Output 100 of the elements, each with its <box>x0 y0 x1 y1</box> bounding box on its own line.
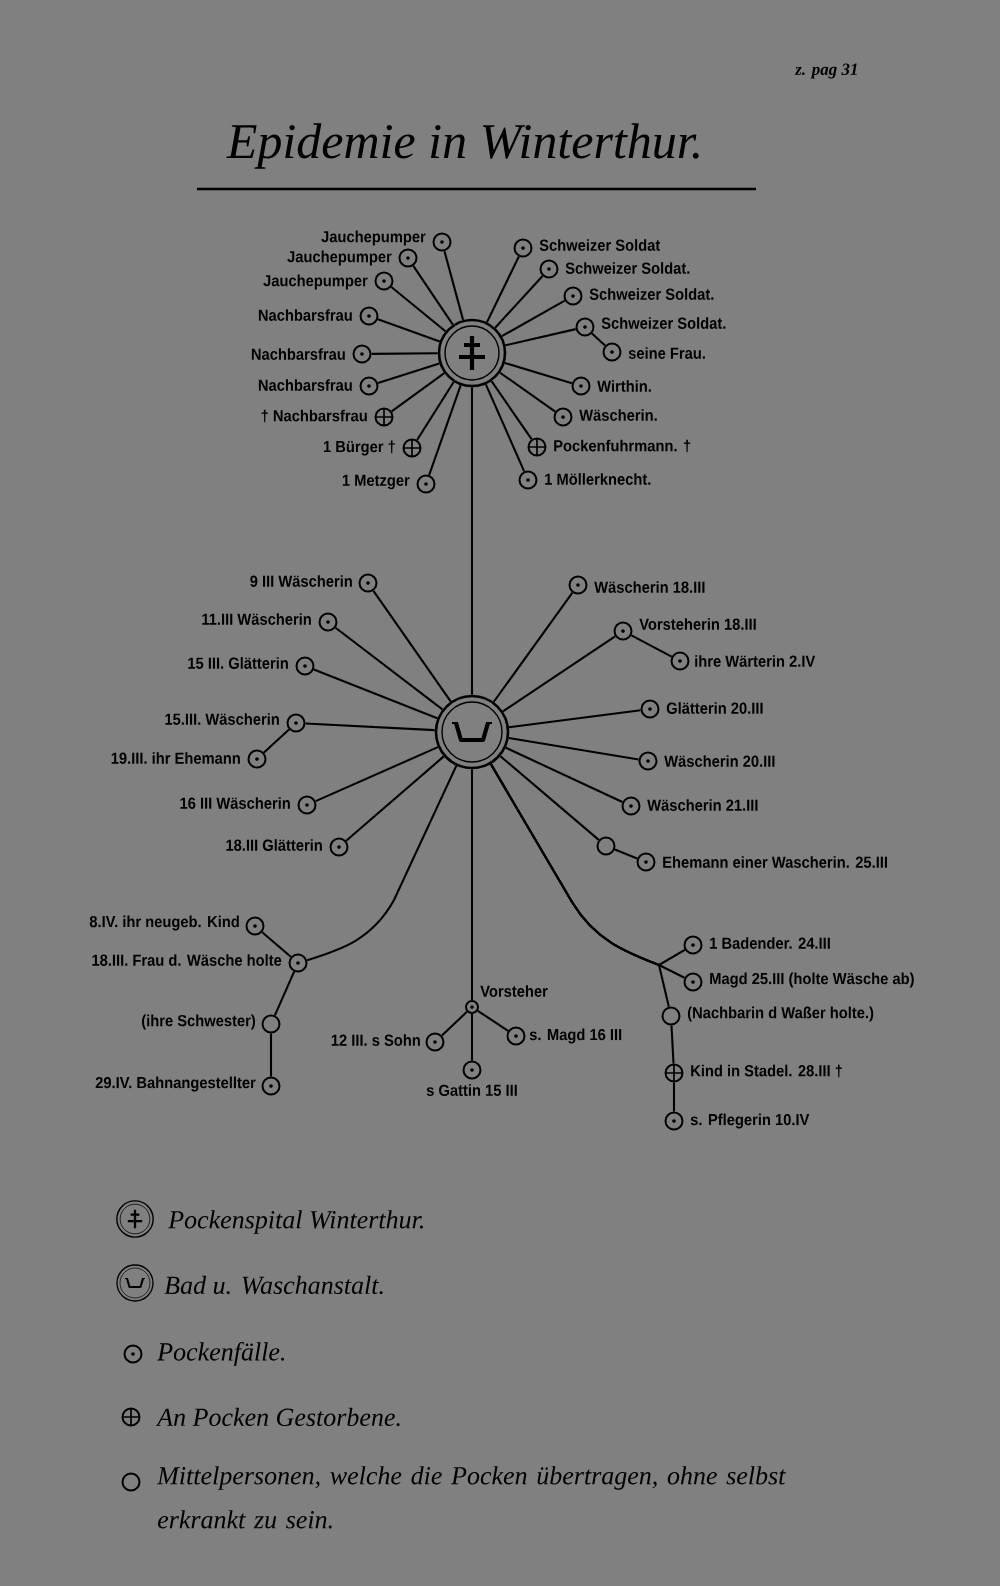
connector-line <box>377 318 441 343</box>
connector-line <box>501 299 566 338</box>
node-label: s. Magd 16 III <box>529 1028 622 1044</box>
node-label: ihre Wärterin 2.IV <box>695 655 816 667</box>
node-label: Jauchepumper <box>287 250 392 266</box>
connector-line <box>490 763 670 1007</box>
page-reference: z. pag 31 <box>794 63 857 79</box>
connector-line <box>630 634 673 658</box>
node-label: 18.III. Frau d. Wäsche holte <box>92 954 282 966</box>
connector-line <box>508 709 641 729</box>
node-label: s. Pflegerin 10.IV <box>690 1113 810 1129</box>
node-label: Wäscherin 18.III <box>594 581 705 593</box>
double-cross-symbol <box>437 318 507 388</box>
node-label: 18.III Glätterin <box>226 839 322 851</box>
node-label: Nachbarsfrau <box>258 309 352 321</box>
legend-text: An Pocken Gestorbene. <box>155 1407 400 1427</box>
node-label: Wäscherin 21.III <box>647 799 758 811</box>
node-label: Wäscherin. <box>579 409 657 421</box>
empty-circle <box>596 836 616 856</box>
connector-line <box>372 590 452 702</box>
connector-line <box>486 256 520 323</box>
node-label: 1 Möllerknecht. <box>545 473 651 485</box>
connector-line <box>345 755 445 842</box>
node-label: 19.III. ihr Ehemann <box>111 752 240 764</box>
node-label: † Nachbarsfrau <box>261 409 367 423</box>
node-label: 16 III Wäscherin <box>180 797 290 809</box>
node-label: Magd 25.III (holte Wäsche ab) <box>710 972 914 988</box>
legend-text: Mittelpersonen, welche die Pocken übertragen, ohne selbst erkrankt zu sein. <box>156 1466 786 1529</box>
connector-line <box>273 971 296 1016</box>
connector-line <box>492 592 574 703</box>
connector-line <box>508 737 639 761</box>
connector-line <box>470 769 474 1000</box>
node-label: Schweizer Soldat. <box>589 288 714 300</box>
connector-line <box>306 765 458 962</box>
connector-line <box>494 275 544 329</box>
node-label: 15 III. Glätterin <box>188 657 288 669</box>
node-label: 15.III. Wäscherin <box>165 713 279 725</box>
connector-line <box>470 1014 474 1061</box>
connector-line <box>470 387 474 695</box>
node-label: Vorsteher <box>480 985 548 997</box>
node-label: (ihre Schwester) <box>142 1014 256 1030</box>
node-label: Schweizer Soldat. <box>565 262 690 274</box>
connector-line <box>591 332 606 347</box>
connector-line <box>441 1011 468 1037</box>
node-label: Wäscherin 20.III <box>664 755 775 767</box>
tub-symbol <box>434 694 510 770</box>
node-label: s Gattin 15 III <box>426 1084 517 1096</box>
legend-text: Bad u. Waschanstalt. <box>164 1275 383 1295</box>
connector-line <box>484 383 526 472</box>
connector-line <box>305 722 435 732</box>
connector-line <box>428 385 462 476</box>
connector-line <box>490 380 533 440</box>
node-label: Wirthin. <box>597 380 651 392</box>
node-label: 1 Badender. 24.III <box>710 937 830 949</box>
legend-text: Pockenfälle. <box>157 1342 285 1366</box>
connector-line <box>412 265 454 326</box>
node-label: Vorsteherin 18.III <box>639 618 756 630</box>
node-label: seine Frau. <box>628 347 705 359</box>
node-label: Pockenfuhrmann. † <box>554 439 691 453</box>
node-label: Schweizer Soldat. <box>601 317 726 329</box>
connector-line <box>391 372 445 413</box>
node-label: 11.III Wäscherin <box>202 613 311 625</box>
connector-line <box>390 286 447 333</box>
node-label: 29.IV. Bahnangestellter <box>95 1076 256 1092</box>
connector-line <box>502 635 616 713</box>
connector-line <box>263 728 290 754</box>
connector-line <box>416 381 455 441</box>
node-label: 8.IV. ihr neugeb. Kind <box>89 915 239 931</box>
node-label: Glätterin 20.III <box>666 702 763 714</box>
connector-line <box>505 746 623 803</box>
node-label: Jauchepumper <box>263 274 368 290</box>
connector-line <box>614 848 638 860</box>
node-label: Jauchepumper <box>321 230 426 246</box>
node-label: 9 III Wäscherin <box>250 575 352 587</box>
connector-line <box>670 1025 675 1064</box>
title: Epidemie in Winterthur. <box>226 123 699 169</box>
legend-text: Pockenspital Winterthur. <box>168 1210 423 1234</box>
connector-line <box>672 1082 676 1112</box>
node-label: (Nachbarin d Waßer holte.) <box>687 1006 874 1022</box>
connector-line <box>477 1010 509 1032</box>
connector-line <box>313 668 438 720</box>
connector-line <box>499 755 600 841</box>
node-label: Nachbarsfrau <box>251 348 345 360</box>
connector-line <box>269 1033 273 1077</box>
connector-line <box>315 746 439 803</box>
connector-line <box>371 352 438 355</box>
connector-line <box>505 328 576 347</box>
connector-line <box>499 371 556 413</box>
connector-line <box>377 362 440 385</box>
node-label: Kind in Stadel. 28.III † <box>691 1064 842 1078</box>
connector-line <box>261 931 292 958</box>
node-label: 1 Metzger <box>342 474 410 490</box>
node-label: 1 Bürger † <box>323 440 395 456</box>
connector-line <box>443 250 465 321</box>
node-label: 12 III. s Sohn <box>331 1034 420 1046</box>
connector-line <box>504 361 573 385</box>
node-label: Ehemann einer Wascherin. 25.III <box>663 856 887 868</box>
connector-line <box>334 626 443 711</box>
node-label: Schweizer Soldat <box>539 239 661 251</box>
node-label: Nachbarsfrau <box>258 379 352 391</box>
